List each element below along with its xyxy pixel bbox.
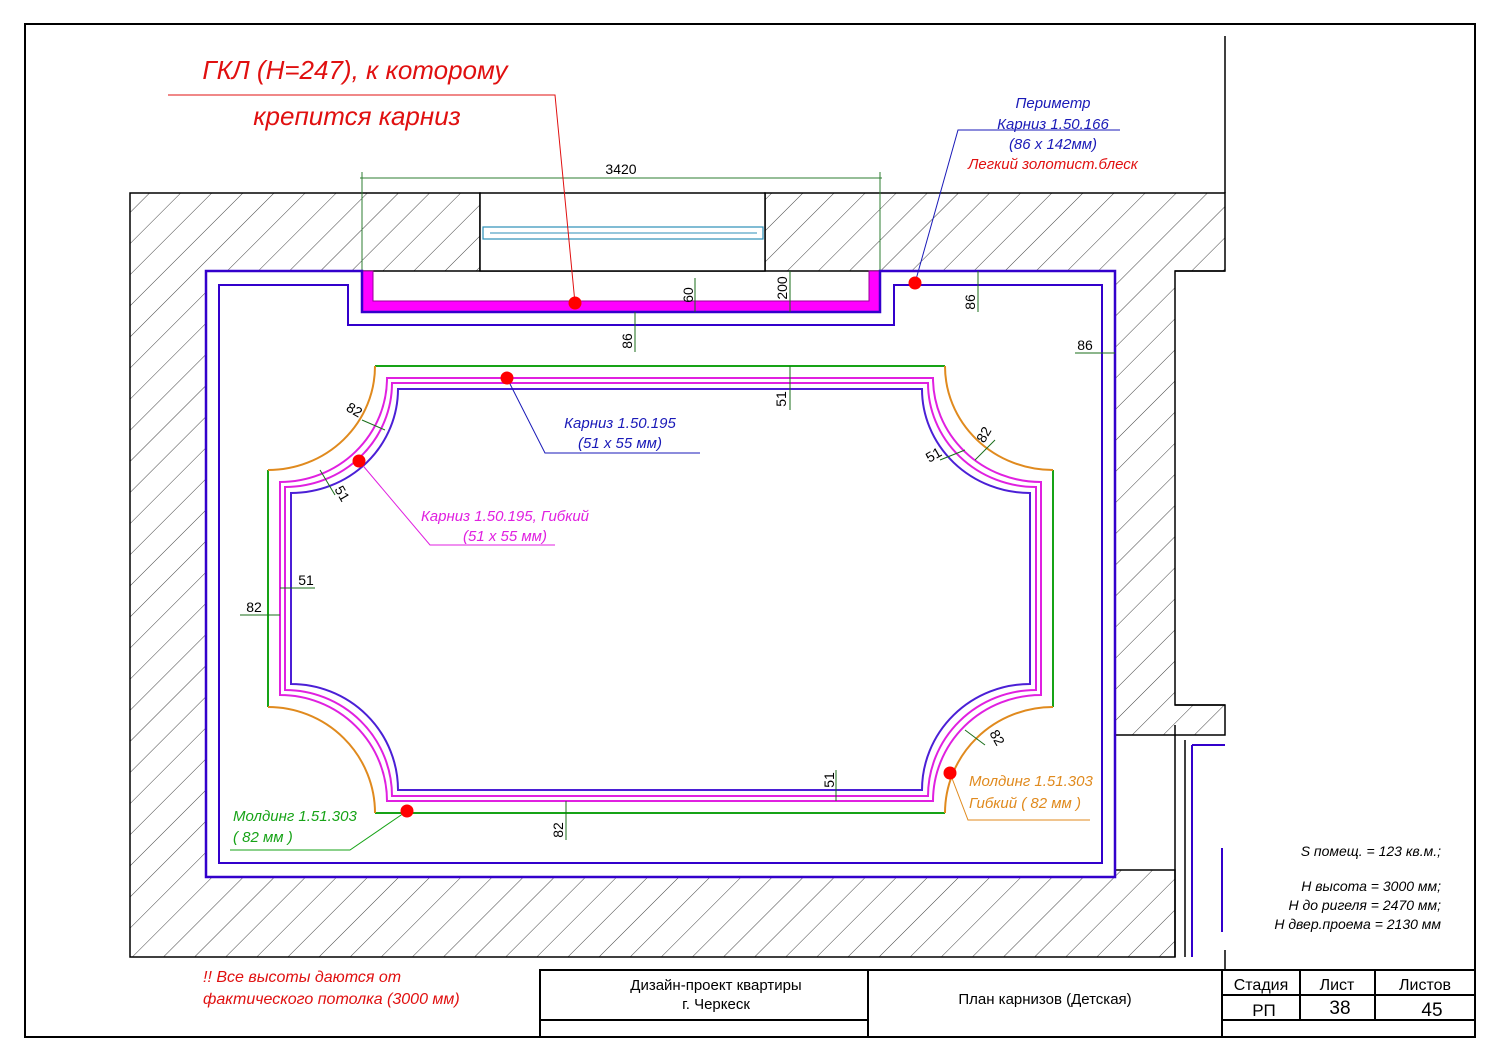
gkl-callout-line1: ГКЛ (H=247), к которому <box>202 55 509 85</box>
molding-green-title: Молдинг 1.51.303 <box>233 808 357 825</box>
doorway-jamb <box>1191 744 1225 957</box>
sheet-title: План карнизов (Детская) <box>958 991 1131 1008</box>
molding-orange-size: Гибкий ( 82 мм ) <box>969 795 1081 812</box>
sheet-label: Лист <box>1320 977 1355 994</box>
dim-51-top: 51 <box>773 391 789 407</box>
room-area: S помещ. = 123 кв.м.; <box>1301 843 1441 859</box>
cornice-inner-title: Карниз 1.50.195 <box>564 415 676 432</box>
dim-82-top-left: 82 <box>344 399 366 421</box>
marker-dots <box>352 276 957 818</box>
perimeter-finish: Легкий золотист.блеск <box>967 156 1139 173</box>
stage-value: РП <box>1252 1001 1276 1020</box>
perimeter-size: (86 x 142мм) <box>1009 136 1097 153</box>
dim-82-bottom-right: 82 <box>987 727 1009 749</box>
perimeter-title: Периметр <box>1015 95 1090 112</box>
dim-86-right: 86 <box>1077 337 1093 353</box>
perimeter-cornice-outer <box>204 269 1117 879</box>
cornice-flex-size: (51 x 55 мм) <box>463 528 547 545</box>
window <box>479 192 766 272</box>
cornice-flexible-mid <box>284 382 1037 797</box>
dim-200: 200 <box>774 276 790 300</box>
molding-green-size: ( 82 мм ) <box>233 829 293 846</box>
dim-82-bottom: 82 <box>550 822 566 838</box>
dim-51-bottom: 51 <box>821 772 837 788</box>
sheet-number: 38 <box>1329 998 1350 1019</box>
project-city: г. Черкеск <box>682 996 750 1013</box>
molding-orange-arcs <box>267 365 1054 814</box>
dim-82-top-right: 82 <box>973 424 995 446</box>
dim-82-left: 82 <box>246 599 262 615</box>
window-dimension <box>360 172 882 271</box>
window-width-label: 3420 <box>605 161 636 177</box>
dimension-lines <box>240 271 1115 840</box>
leader-lines <box>168 94 1120 851</box>
molding-orange-title: Молдинг 1.51.303 <box>969 773 1093 790</box>
molding-green <box>267 365 1054 814</box>
dim-51-top-left: 51 <box>332 483 354 505</box>
cornice-inner-size: (51 x 55 мм) <box>578 435 662 452</box>
sheets-total: 45 <box>1421 1000 1442 1021</box>
sheets-label: Листов <box>1399 977 1451 994</box>
corridor-lines <box>1174 36 1226 970</box>
room-beam-height: H до ригеля = 2470 мм; <box>1288 897 1441 913</box>
cornice-flexible-outer <box>279 377 1042 802</box>
room-height: H высота = 3000 мм; <box>1301 878 1441 894</box>
gkl-soffit <box>361 270 881 313</box>
dim-60: 60 <box>680 287 696 303</box>
perimeter-item: Карниз 1.50.166 <box>997 116 1109 133</box>
height-note-line2: фактического потолка (3000 мм) <box>203 991 460 1008</box>
room-door-height: H двер.проема = 2130 мм <box>1274 916 1441 932</box>
height-note-line1: !! Все высоты даются от <box>203 969 401 986</box>
stage-label: Стадия <box>1234 977 1289 994</box>
dim-51-top-right: 51 <box>923 444 945 466</box>
perimeter-cornice-inner <box>218 284 1103 864</box>
dim-86-top: 86 <box>619 333 635 349</box>
gkl-callout-line2: крепится карниз <box>253 101 461 131</box>
title-block <box>539 969 1476 1038</box>
cornice-inner <box>290 388 1031 791</box>
project-name: Дизайн-проект квартиры <box>630 977 801 994</box>
dim-51-left: 51 <box>298 572 314 588</box>
cornice-flex-title: Карниз 1.50.195, Гибкий <box>421 508 590 525</box>
dim-86-right-top: 86 <box>962 294 978 310</box>
